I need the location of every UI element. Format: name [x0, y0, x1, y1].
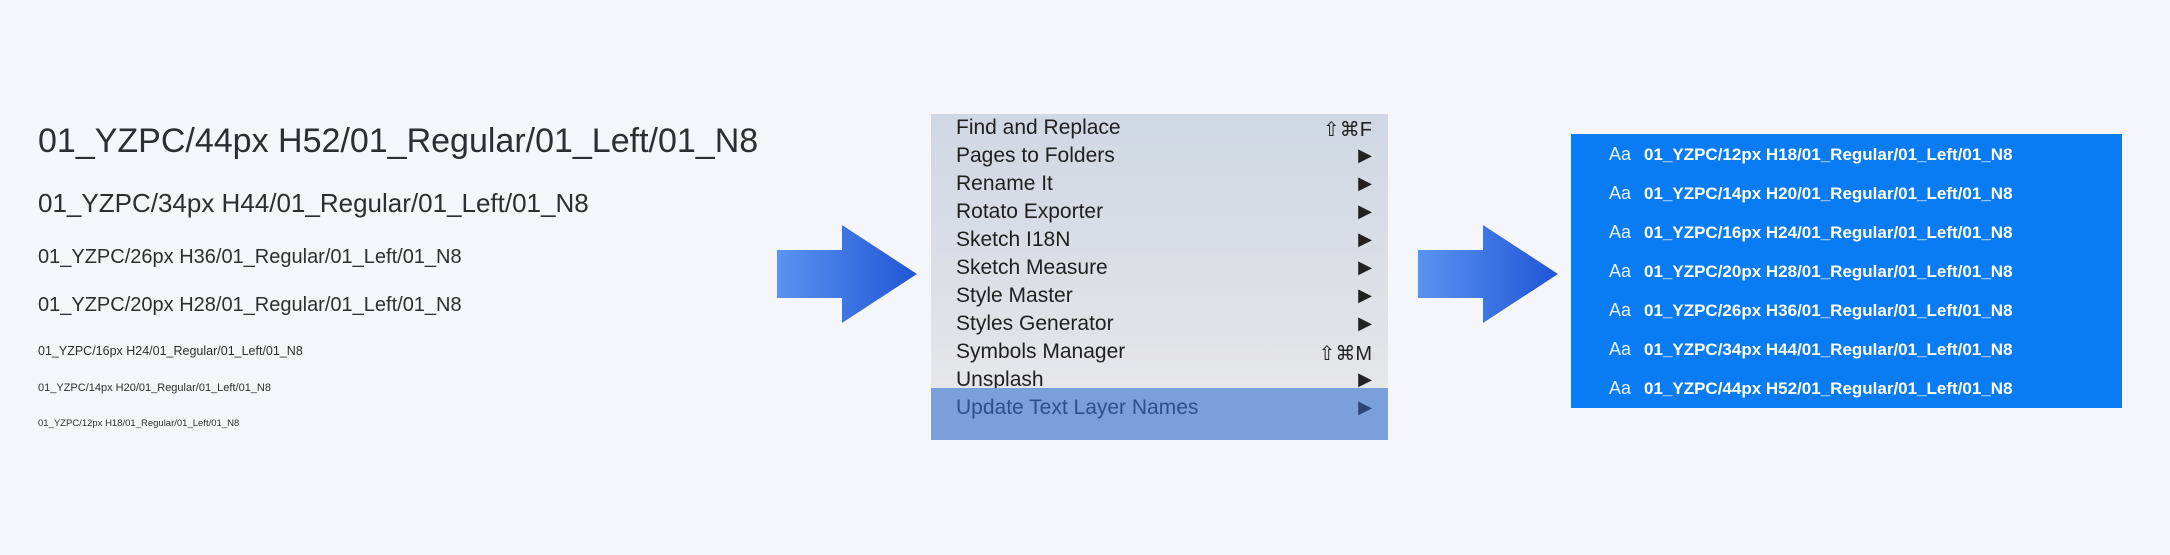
list-item[interactable]: Aa 01_YZPC/16px H24/01_Regular/01_Left/0… [1571, 214, 2122, 253]
arrow-right-icon [777, 225, 917, 323]
menu-item-rotato-exporter[interactable]: Rotato Exporter ▶ [931, 198, 1388, 226]
menu-item-label: Symbols Manager [956, 340, 1126, 363]
menu-item-label: Unsplash [956, 368, 1044, 391]
list-item[interactable]: Aa 01_YZPC/20px H28/01_Regular/01_Left/0… [1571, 253, 2122, 292]
layer-name: 01_YZPC/34px H44/01_Regular/01_Left/01_N… [1644, 340, 2013, 359]
text-style-samples: 01_YZPC/44px H52/01_Regular/01_Left/01_N… [0, 0, 800, 555]
layer-name: 01_YZPC/12px H18/01_Regular/01_Left/01_N… [1644, 145, 2013, 164]
menu-item-find-and-replace[interactable]: Find and Replace ⇧⌘F [931, 114, 1388, 142]
menu-item-update-text-layer-names[interactable]: Update Text Layer Names ▶ [931, 388, 1388, 440]
layer-name: 01_YZPC/16px H24/01_Regular/01_Left/01_N… [1644, 223, 2013, 242]
text-layer-icon: Aa [1609, 183, 1632, 203]
layer-name: 01_YZPC/26px H36/01_Regular/01_Left/01_N… [1644, 301, 2013, 320]
submenu-arrow-icon: ▶ [1358, 369, 1372, 389]
layer-name: 01_YZPC/44px H52/01_Regular/01_Left/01_N… [1644, 379, 2013, 398]
text-layer-icon: Aa [1609, 261, 1632, 281]
menu-item-label: Pages to Folders [956, 144, 1115, 167]
text-layer-icon: Aa [1609, 339, 1632, 359]
sample-20px: 01_YZPC/20px H28/01_Regular/01_Left/01_N… [38, 294, 462, 316]
menu-item-shortcut: ⇧⌘M [1318, 343, 1372, 365]
text-layer-icon: Aa [1609, 144, 1632, 164]
menu-item-label: Update Text Layer Names [956, 396, 1199, 419]
submenu-arrow-icon: ▶ [1358, 285, 1372, 305]
text-layer-icon: Aa [1609, 222, 1632, 242]
sample-44px: 01_YZPC/44px H52/01_Regular/01_Left/01_N… [38, 122, 759, 160]
sample-12px: 01_YZPC/12px H18/01_Regular/01_Left/01_N… [38, 418, 240, 429]
submenu-arrow-icon: ▶ [1358, 201, 1372, 221]
list-item[interactable]: Aa 01_YZPC/12px H18/01_Regular/01_Left/0… [1571, 136, 2122, 175]
plugins-menu: Find and Replace ⇧⌘F Pages to Folders ▶ … [931, 114, 1388, 440]
menu-item-label: Style Master [956, 284, 1073, 307]
list-item[interactable]: Aa 01_YZPC/14px H20/01_Regular/01_Left/0… [1571, 175, 2122, 214]
list-item[interactable]: Aa 01_YZPC/34px H44/01_Regular/01_Left/0… [1571, 331, 2122, 370]
menu-item-sketch-measure[interactable]: Sketch Measure ▶ [931, 254, 1388, 282]
submenu-arrow-icon: ▶ [1358, 257, 1372, 277]
menu-item-pages-to-folders[interactable]: Pages to Folders ▶ [931, 142, 1388, 170]
layer-name: 01_YZPC/20px H28/01_Regular/01_Left/01_N… [1644, 262, 2013, 281]
sample-16px: 01_YZPC/16px H24/01_Regular/01_Left/01_N… [38, 344, 303, 358]
menu-item-label: Rotato Exporter [956, 200, 1104, 223]
text-layer-icon: Aa [1609, 378, 1632, 398]
menu-item-style-master[interactable]: Style Master ▶ [931, 282, 1388, 310]
menu-item-label: Find and Replace [956, 116, 1121, 139]
submenu-arrow-icon: ▶ [1358, 397, 1372, 417]
list-item[interactable]: Aa 01_YZPC/44px H52/01_Regular/01_Left/0… [1571, 370, 2122, 409]
menu-item-styles-generator[interactable]: Styles Generator ▶ [931, 310, 1388, 338]
menu-item-label: Sketch I18N [956, 228, 1071, 251]
submenu-arrow-icon: ▶ [1358, 145, 1372, 165]
list-item[interactable]: Aa 01_YZPC/26px H36/01_Regular/01_Left/0… [1571, 292, 2122, 331]
sample-14px: 01_YZPC/14px H20/01_Regular/01_Left/01_N… [38, 382, 271, 394]
submenu-arrow-icon: ▶ [1358, 173, 1372, 193]
text-layer-icon: Aa [1609, 300, 1632, 320]
submenu-arrow-icon: ▶ [1358, 313, 1372, 333]
sample-26px: 01_YZPC/26px H36/01_Regular/01_Left/01_N… [38, 246, 462, 268]
menu-item-unsplash[interactable]: Unsplash ▶ [931, 366, 1388, 394]
menu-item-label: Rename It [956, 172, 1053, 195]
menu-item-label: Styles Generator [956, 312, 1114, 335]
menu-item-sketch-i18n[interactable]: Sketch I18N ▶ [931, 226, 1388, 254]
sample-34px: 01_YZPC/34px H44/01_Regular/01_Left/01_N… [38, 188, 589, 218]
menu-item-label: Sketch Measure [956, 256, 1108, 279]
menu-item-shortcut: ⇧⌘F [1323, 119, 1372, 141]
submenu-arrow-icon: ▶ [1358, 229, 1372, 249]
renamed-layers-list: Aa 01_YZPC/12px H18/01_Regular/01_Left/0… [1571, 134, 2122, 408]
arrow-right-icon [1418, 225, 1558, 323]
menu-item-symbols-manager[interactable]: Symbols Manager ⇧⌘M [931, 338, 1388, 366]
menu-item-rename-it[interactable]: Rename It ▶ [931, 170, 1388, 198]
layer-name: 01_YZPC/14px H20/01_Regular/01_Left/01_N… [1644, 184, 2013, 203]
